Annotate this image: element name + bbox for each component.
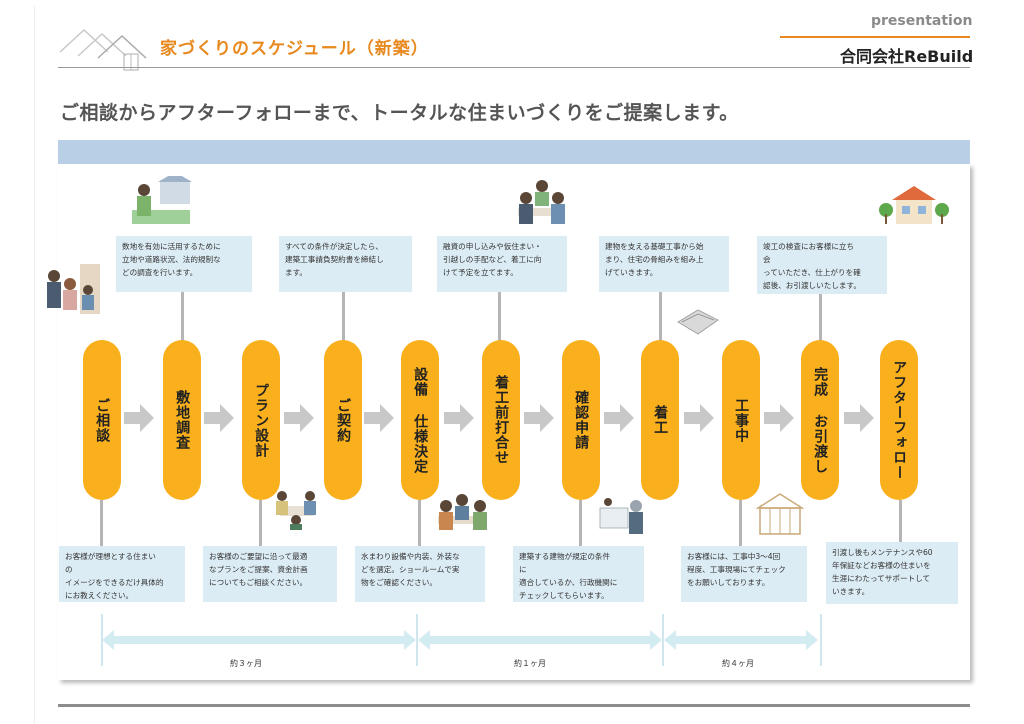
duration-tick [101,614,103,666]
page-frame [34,6,995,724]
connector-line [498,292,501,342]
specs-meeting-illustration [438,494,487,530]
stage-label: 確認申請 [573,390,590,450]
duration-label: 約３ヶ月 [230,659,262,668]
stage-label: ご契約 [335,397,352,443]
stage-contract: ご契約 [324,340,362,500]
connector-line [418,500,421,546]
framing-illustration [755,493,805,535]
accent-divider [780,36,970,38]
duration-arrows [102,630,818,650]
duration-label: 約４ヶ月 [722,659,754,668]
stage-groundbreaking: 着工 [641,340,679,500]
note-construction: お客様には、工事中3～4回 程度、工事現場にてチェック をお願いしております。 [681,546,807,602]
tagline: ご相談からアフターフォローまで、トータルな住まいづくりをご提案します。 [60,102,739,124]
stage-label: 工事中 [733,397,750,443]
permit-review-illustration [599,498,643,534]
duration-tick [820,614,822,666]
note-after-follow: 引渡し後もメンテナンスや60 年保証などお客様の住まいを 生涯にわたってサポート… [826,542,958,604]
stage-label: 敷地調査 [174,390,191,450]
note-pre-construction: 融資の申し込みや仮住まい・ 引越しの手配など、着工に向 けて予定を立てます。 [437,236,567,292]
arrow-right-icon [364,404,394,432]
stage-specs: 設備 仕様決定 [401,340,439,500]
stage-construction: 工事中 [722,340,760,500]
arrow-right-icon [524,404,554,432]
stage-label: 着工 [652,405,669,435]
stage-site-survey: 敷地調査 [163,340,201,500]
duration-tick [416,614,418,666]
arrow-right-icon [204,404,234,432]
arrow-right-icon [764,404,794,432]
arrow-right-icon [844,404,874,432]
arrow-right-icon [684,404,714,432]
arrow-right-icon [444,404,474,432]
arrow-right-icon [604,404,634,432]
stage-plan-design: プラン設計 [242,340,280,500]
stage-after-follow: アフターフォロー [880,340,918,500]
connector-line [100,500,103,546]
completed-house-illustration [879,186,949,224]
consultation-people-illustration [47,264,100,314]
company-name: 合同会社ReBuild [840,47,974,66]
house-logo-icon [59,28,147,71]
stage-label: ご相談 [94,397,111,443]
note-groundbreaking: 建物を支える基礎工事から始 まり、住宅の骨組みを組み上 げていきます。 [599,236,729,292]
connector-line [342,292,345,342]
foundation-illustration [677,309,719,335]
note-permit: 建築する建物が規定の条件 に 適合しているか、行政機関に チェックしてもらいます… [513,546,644,602]
stage-handover: 完成 お引渡し [801,340,839,500]
connector-line [819,292,822,342]
site-survey-illustration [132,176,192,224]
arrow-right-icon [124,404,154,432]
stage-label: プラン設計 [253,382,270,458]
stage-label: 設備 仕様決定 [412,366,429,474]
note-contract: すべての条件が決定したら、 建築工事請負契約書を締結し ます。 [279,236,412,292]
stage-label: アフターフォロー [891,360,908,480]
stage-label: 完成 お引渡し [812,366,829,474]
stage-consultation: ご相談 [83,340,121,500]
connector-line [659,292,662,342]
header-divider [58,67,970,68]
connector-line [259,500,262,546]
note-site-survey: 数地を有効に活用するために 立地や道路状況、法的規制な どの調査を行います。 [116,236,252,292]
duration-label: 約１ヶ月 [514,659,546,668]
note-specs: 水まわり設備や内装、外装な どを選定。ショールームで実 物をご確認ください。 [355,546,485,602]
note-handover: 竣工の検査にお客様に立ち 会 っていただき、仕上がりを確 認後、お引渡しいたしま… [757,236,887,294]
page-title: 家づくりのスケジュール（新築） [160,39,429,59]
planning-meeting-illustration [276,491,316,530]
stage-label: 着工前打合せ [493,375,510,465]
note-consultation: お客様が理想とする住まい の イメージをできるだけ具体的 にお教えください。 [59,546,185,602]
connector-line [181,292,184,342]
connector-line [899,500,902,546]
duration-tick [662,614,664,666]
connector-line [739,500,742,546]
note-plan-design: お客様のご要望に沿って最適 なプランをご提案、資金計画 についてもご相談ください… [203,546,337,602]
stage-permit: 確認申請 [562,340,600,500]
arrow-right-icon [284,404,314,432]
presentation-label: presentation [871,13,973,29]
pre-construction-meeting-illustration [518,180,565,224]
panel-band [58,140,970,164]
stage-pre-construction: 着工前打合せ [482,340,520,500]
connector-line [579,500,582,546]
footer-divider [58,704,970,707]
